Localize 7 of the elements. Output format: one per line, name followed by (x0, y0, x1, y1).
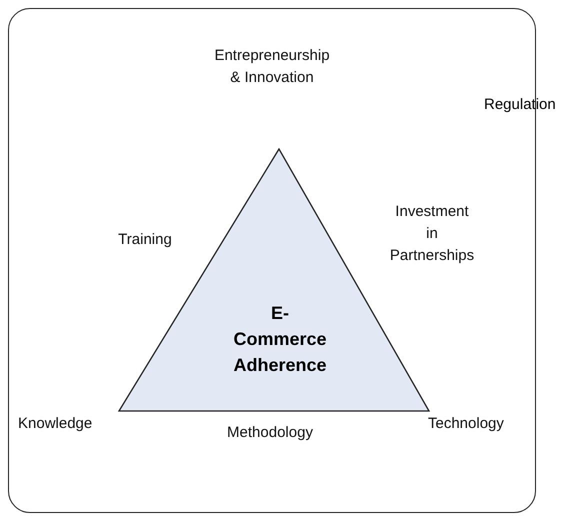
corner-label: Knowledge (18, 414, 92, 434)
side-label: Investment in Partnerships (390, 202, 474, 266)
top-label: Entrepreneurship & Innovation (214, 46, 330, 88)
center-label: E-Commerce Adherence (233, 302, 327, 377)
side-label: Training (118, 230, 172, 250)
base-label: Methodology (227, 423, 313, 443)
corner-label: Technology (428, 414, 504, 434)
